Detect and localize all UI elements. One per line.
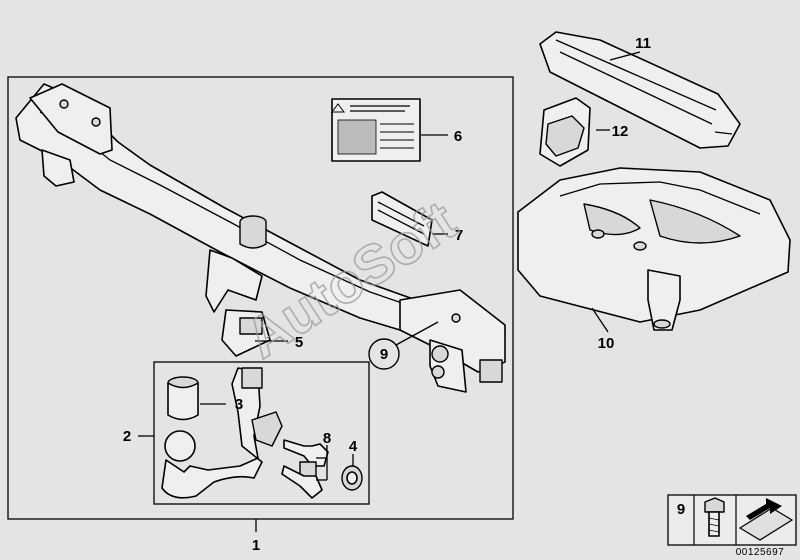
tow-bar-cross-member bbox=[15, 83, 506, 393]
arrow-plate-icon bbox=[738, 498, 794, 541]
ball-neck bbox=[161, 367, 283, 499]
ball-neck-subframe bbox=[153, 361, 370, 505]
callout-5: 5 bbox=[295, 334, 303, 351]
callout-9: 9 bbox=[380, 346, 388, 363]
keys bbox=[281, 439, 329, 499]
callout-10: 10 bbox=[598, 335, 615, 352]
callout-6: 6 bbox=[454, 128, 462, 145]
bolt-icon bbox=[704, 497, 725, 537]
assembly-frame bbox=[7, 76, 514, 520]
callout-9-circle bbox=[368, 338, 400, 370]
warning-label bbox=[331, 98, 421, 162]
ball-cap bbox=[167, 376, 199, 421]
callout-7: 7 bbox=[455, 227, 463, 244]
document-id: 00125697 bbox=[736, 547, 785, 558]
callout-8: 8 bbox=[323, 430, 331, 447]
spare-wheel-tray bbox=[517, 167, 791, 331]
legend-box: 9 bbox=[667, 494, 797, 546]
trim-strip bbox=[539, 31, 741, 149]
pad bbox=[371, 191, 433, 247]
plug bbox=[341, 465, 363, 491]
callout-1: 1 bbox=[252, 537, 260, 554]
callout-3: 3 bbox=[235, 396, 243, 413]
callout-12: 12 bbox=[612, 123, 629, 140]
legend-item-9: 9 bbox=[677, 501, 685, 518]
callout-11: 11 bbox=[635, 35, 651, 52]
foam-block bbox=[539, 97, 591, 167]
callout-4: 4 bbox=[349, 438, 358, 455]
callout-2: 2 bbox=[123, 428, 131, 445]
